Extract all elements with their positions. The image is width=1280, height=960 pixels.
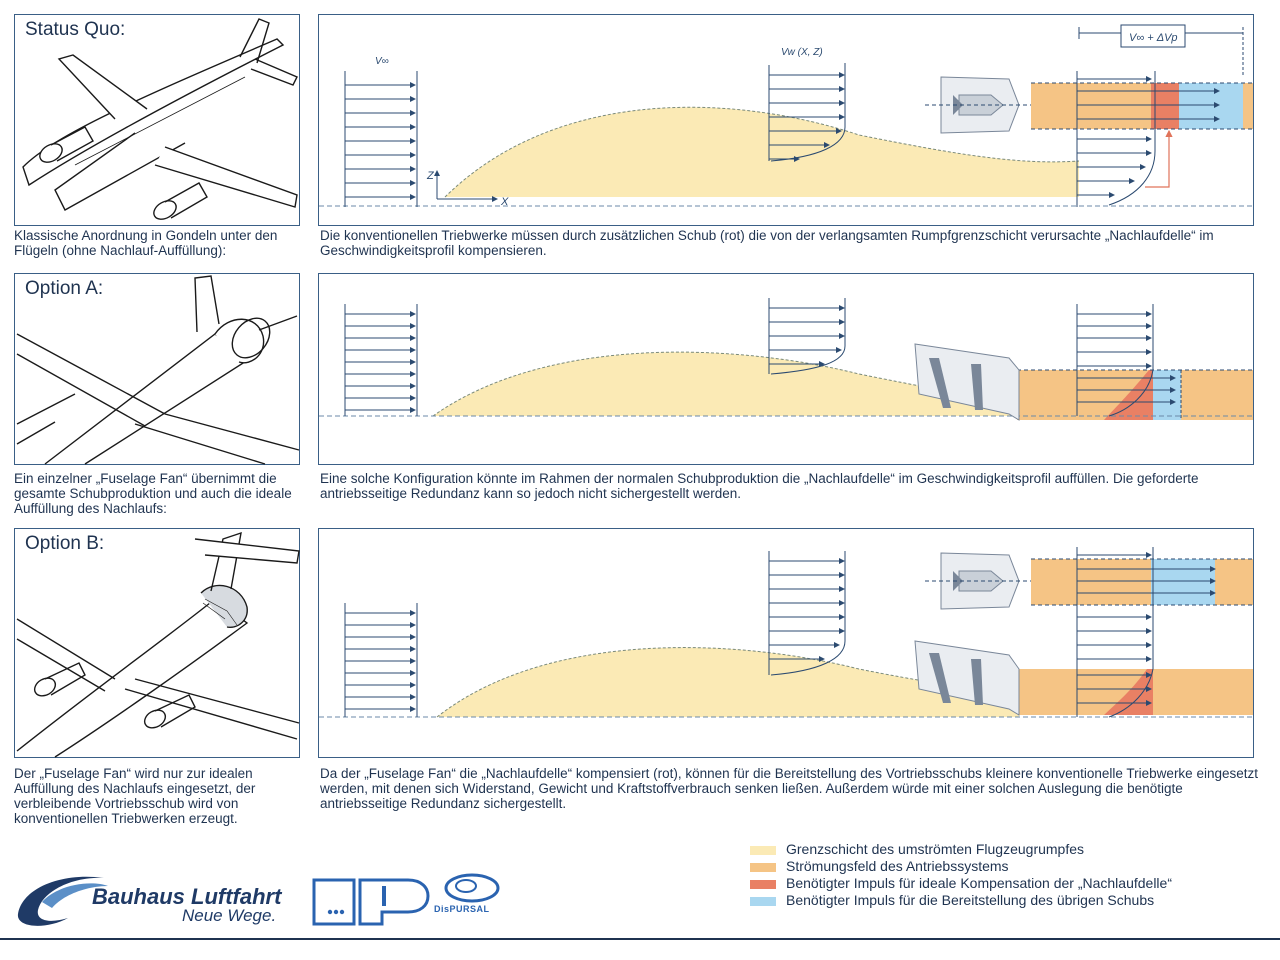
- airplane-panel-option-b: Option B:: [14, 528, 300, 758]
- flow-diagram-option-b: [318, 528, 1255, 758]
- caption-left-option-b: Der „Fuselage Fan“ wird nur zur idealen …: [14, 766, 256, 826]
- flow-svg-status-quo: V∞ Z X Vw (X, Z): [319, 24, 1255, 208]
- bauhaus-luftfahrt-logo: Bauhaus Luftfahrt Neue Wege.: [12, 862, 302, 932]
- jet-velocity-label: V∞ + ΔVp: [1129, 32, 1178, 44]
- jet-profile: [1076, 71, 1220, 207]
- airplane-illustration-status-quo: [22, 18, 298, 220]
- flow-diagram-status-quo: V∞ Z X Vw (X, Z): [318, 14, 1255, 226]
- flow-diagram-option-a: [318, 273, 1255, 465]
- wake-profile: [768, 63, 846, 162]
- vw-label: Vw (X, Z): [781, 47, 823, 58]
- flow-svg-option-b: [319, 547, 1255, 718]
- bauhaus-name: Bauhaus Luftfahrt: [92, 884, 282, 909]
- bauhaus-swoosh-icon: [17, 876, 108, 926]
- legend-item: Benötigter Impuls für ideale Kompensatio…: [750, 875, 1172, 892]
- airplane-panel-option-a: Option A:: [14, 273, 300, 465]
- legend-label: Strömungsfeld des Antriebssystems: [786, 858, 1009, 874]
- v-inf-label: V∞: [375, 56, 389, 67]
- bauhaus-slogan: Neue Wege.: [182, 906, 277, 925]
- dispursal-text: DisPURSAL: [434, 904, 490, 914]
- legend-swatch: [750, 845, 776, 855]
- legend-swatch: [750, 896, 776, 906]
- legend-swatch: [750, 879, 776, 889]
- caption-right-option-b: Da der „Fuselage Fan“ die „Nachlaufdelle…: [320, 766, 1258, 811]
- row-title: Option A:: [25, 278, 104, 299]
- row-title: Status Quo:: [25, 19, 126, 40]
- x-axis-label: X: [500, 196, 509, 208]
- legend-label: Benötigter Impuls für ideale Kompensatio…: [786, 875, 1172, 891]
- dispursal-mark-icon: [312, 873, 500, 926]
- airplane-panel-status-quo: Status Quo:: [14, 14, 300, 226]
- legend-label: Benötigter Impuls für die Bereitstellung…: [786, 892, 1155, 908]
- airplane-illustration-option-b: [16, 531, 300, 758]
- caption-right-option-a: Eine solche Konfiguration könnte im Rahm…: [320, 471, 1199, 501]
- freestream-profile: [344, 71, 418, 207]
- caption-left-status-quo: Klassische Anordnung in Gondeln unter de…: [14, 228, 278, 258]
- z-axis-label: Z: [426, 170, 435, 182]
- dispursal-logo: DisPURSAL: [312, 868, 512, 928]
- legend-swatch: [750, 862, 776, 872]
- legend-item: Strömungsfeld des Antriebssystems: [750, 858, 1172, 875]
- legend: Grenzschicht des umströmten Flugzeugrump…: [750, 841, 1172, 909]
- row-title: Option B:: [25, 533, 105, 554]
- legend-item: Grenzschicht des umströmten Flugzeugrump…: [750, 841, 1172, 858]
- compensation-arrow: [1145, 129, 1173, 188]
- bottom-divider: [0, 938, 1280, 940]
- caption-right-status-quo: Die konventionellen Triebwerke müssen du…: [320, 228, 1214, 258]
- legend-label: Grenzschicht des umströmten Flugzeugrump…: [786, 841, 1085, 857]
- caption-left-option-a: Ein einzelner „Fuselage Fan“ übernimmt d…: [14, 471, 292, 516]
- airplane-illustration-option-a: [16, 275, 300, 465]
- legend-item: Benötigter Impuls für die Bereitstellung…: [750, 892, 1172, 909]
- flow-svg-option-a: [319, 298, 1255, 421]
